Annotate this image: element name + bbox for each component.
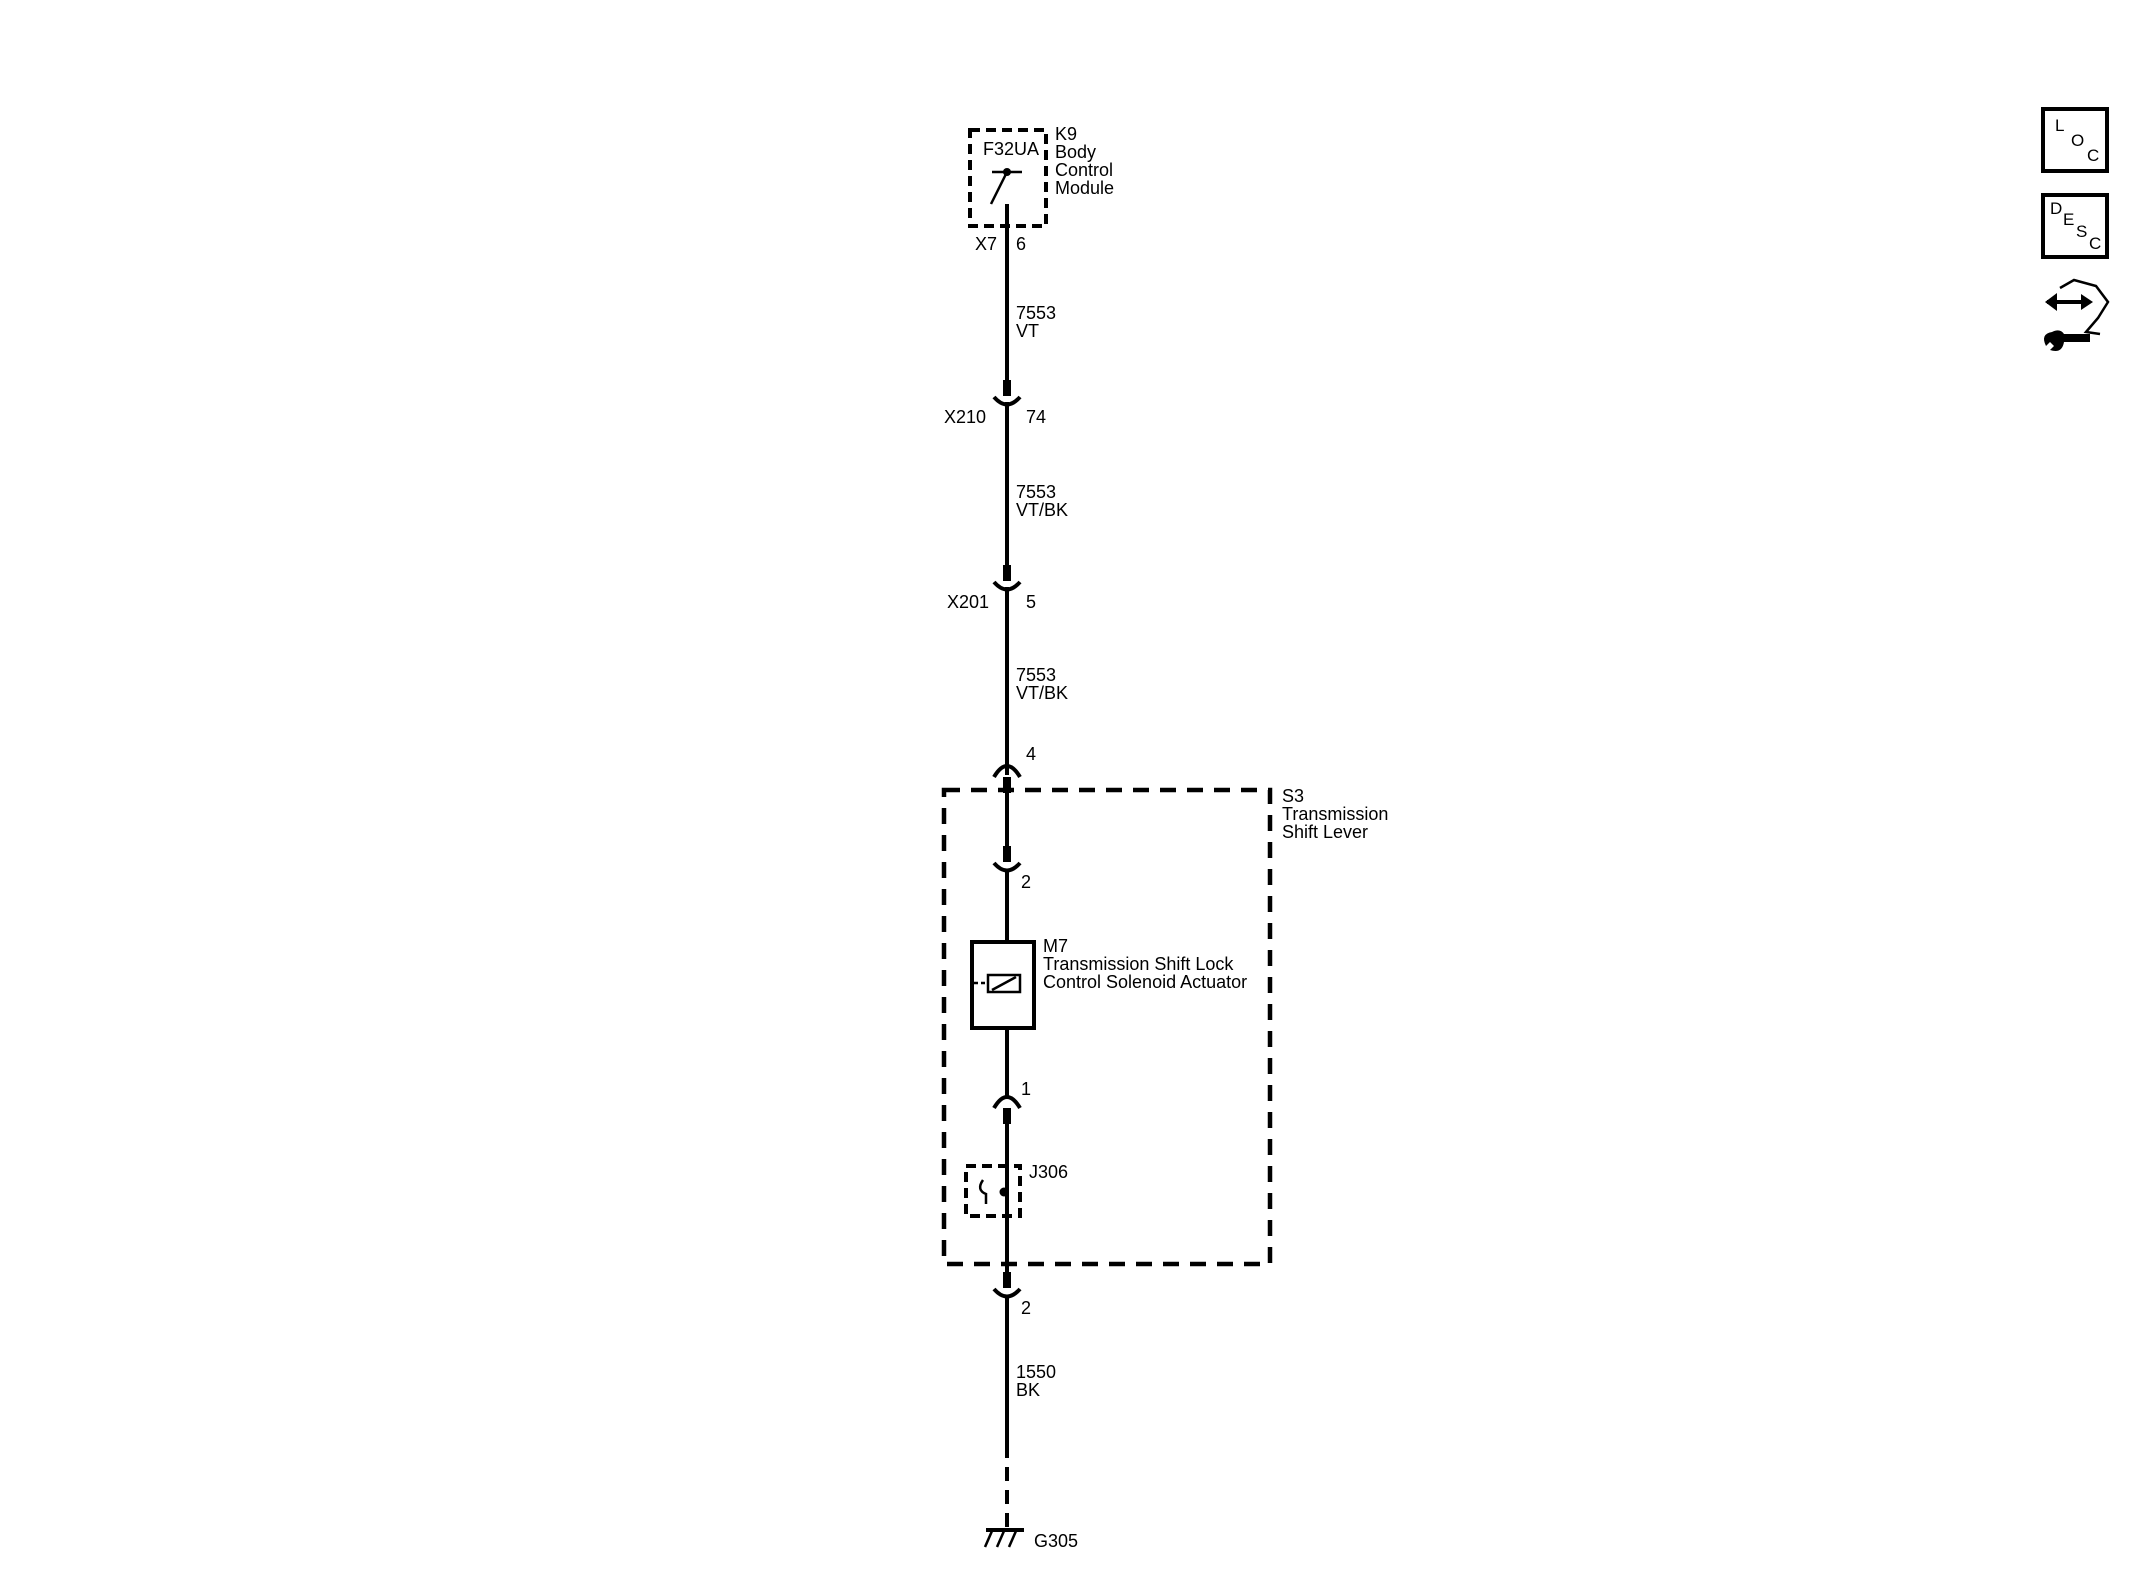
svg-text:C: C [2089,234,2101,253]
svg-text:D: D [2050,199,2062,218]
connector-repair-icon[interactable] [2044,278,2110,351]
connector-x201-name: X201 [947,592,989,612]
svg-text:L: L [2055,116,2064,135]
svg-text:E: E [2063,210,2074,229]
wire-run-2[interactable]: 7553 VT/BK [1005,414,1068,567]
connector-x210-pin: 74 [1026,407,1046,427]
splice-ref: J306 [1029,1162,1068,1182]
ground-g305[interactable]: G305 [983,1528,1078,1551]
shift-lever-name-line-2: Shift Lever [1282,822,1368,842]
connector-x201-pin: 5 [1026,592,1036,612]
wire-3-color: VT/BK [1016,683,1068,703]
shift-lever-ref: S3 [1282,786,1304,806]
connector-exit-pin-2[interactable]: 2 [992,1272,1031,1318]
wire-4-circuit: 1550 [1016,1362,1056,1382]
connector-solenoid-pin-1-label: 1 [1021,1079,1031,1099]
connector-solenoid-pin-1[interactable]: 1 [992,1079,1031,1124]
svg-text:O: O [2071,131,2084,150]
wire-3-circuit: 7553 [1016,665,1056,685]
svg-text:C: C [2087,146,2099,165]
connector-x210-name: X210 [944,407,986,427]
module-connector-label: X7 [975,234,997,254]
fuse-label: F32UA [983,139,1039,159]
solenoid-ref: M7 [1043,936,1068,956]
splice-j306[interactable]: J306 [964,1162,1068,1218]
connector-x210[interactable]: X210 74 [944,380,1046,427]
connector-pin-4-label: 4 [1026,744,1036,764]
wire-run-3[interactable]: 7553 VT/BK [1005,599,1068,775]
desc-icon[interactable]: D E S C [2041,193,2109,259]
module-pin-label: 6 [1016,234,1026,254]
connector-solenoid-pin-2[interactable]: 2 [992,846,1031,892]
body-control-module[interactable]: F32UA K9 Body Control Module X7 6 [968,124,1114,254]
wire-1-color: VT [1016,321,1039,341]
wire-2-circuit: 7553 [1016,482,1056,502]
loc-icon[interactable]: L O C [2041,107,2109,173]
shift-lock-solenoid[interactable]: M7 Transmission Shift Lock Control Solen… [970,936,1247,1030]
wire-run-1[interactable]: 7553 VT [1005,204,1056,382]
wire-1-circuit: 7553 [1016,303,1056,323]
connector-pin-4[interactable]: 4 [992,744,1036,793]
module-ref: K9 [1055,124,1077,144]
connector-x201[interactable]: X201 5 [947,565,1036,612]
module-name-line-2: Control [1055,160,1113,180]
solenoid-name-line-2: Control Solenoid Actuator [1043,972,1247,992]
connector-exit-pin-2-label: 2 [1021,1298,1031,1318]
module-name-line-3: Module [1055,178,1114,198]
wire-4-color: BK [1016,1380,1040,1400]
ground-ref: G305 [1034,1531,1078,1551]
module-name-line-1: Body [1055,142,1096,162]
solenoid-name-line-1: Transmission Shift Lock [1043,954,1234,974]
shift-lever-assembly[interactable]: S3 Transmission Shift Lever [941,786,1388,1267]
shift-lever-name-line-1: Transmission [1282,804,1388,824]
wire-2-color: VT/BK [1016,500,1068,520]
connector-solenoid-pin-2-label: 2 [1021,872,1031,892]
svg-text:S: S [2076,222,2087,241]
wire-run-4[interactable]: 1550 BK [1005,1296,1056,1444]
